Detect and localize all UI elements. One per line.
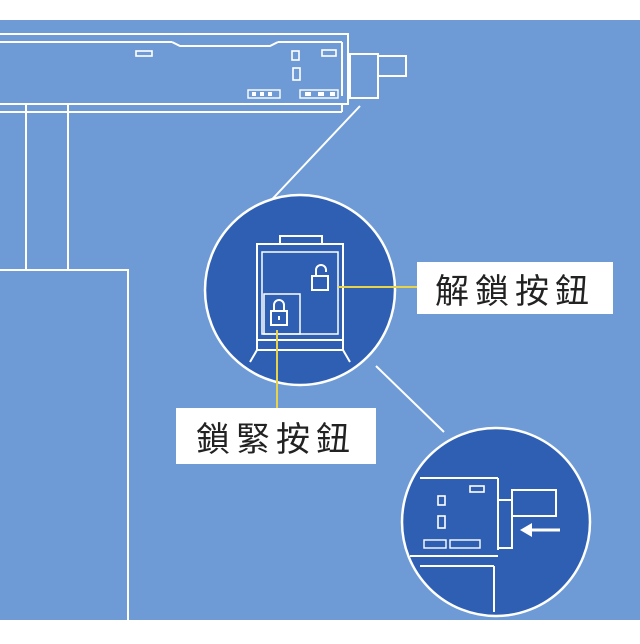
plug-detail-circle — [400, 426, 592, 618]
leader-line-detail — [375, 365, 445, 433]
locked-padlock-icon — [270, 299, 288, 326]
arrow-left-icon — [520, 523, 560, 537]
unlocked-padlock-icon — [311, 264, 329, 291]
control-box-ports — [135, 49, 339, 99]
callout-lines — [276, 286, 417, 408]
desk-frame — [0, 33, 407, 620]
unlock-button-label: 解鎖按鈕 — [417, 262, 613, 314]
lock-zoom-circle — [203, 193, 397, 387]
lock-button-label: 鎖緊按鈕 — [176, 408, 376, 464]
leader-line-main — [261, 105, 361, 211]
